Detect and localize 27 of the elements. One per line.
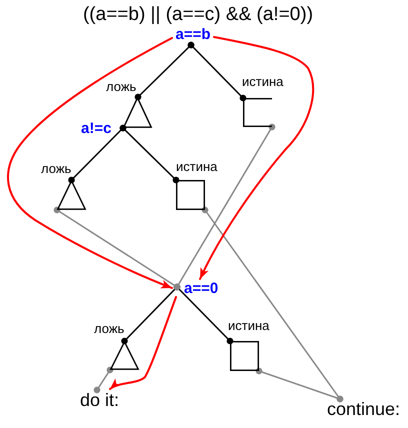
dot-ended-line	[202, 206, 344, 402]
arrow	[109, 296, 177, 390]
triangle-shape	[57, 180, 86, 210]
branch-label: истина	[228, 319, 270, 333]
condition-label: a==b	[172, 26, 214, 45]
code-label: continue:	[325, 398, 405, 420]
arrow	[199, 36, 314, 280]
branch-label: истина	[242, 75, 284, 89]
triangle-shape	[110, 341, 139, 370]
branch-label: ложь	[41, 162, 72, 176]
condition-label: a!=c	[79, 120, 123, 137]
condition-label: a==0	[175, 279, 224, 297]
dot-ended-line	[94, 366, 114, 394]
arrow	[7, 37, 173, 289]
branch-label: истина	[176, 160, 218, 174]
dot-ended-line	[174, 124, 276, 290]
branch-label: ложь	[106, 80, 136, 94]
dot-ended-line	[188, 42, 246, 102]
branch-label: ложь	[94, 322, 124, 336]
title: ((a==b) || (a==c) && (a!=0))	[82, 4, 314, 26]
code-label: do it:	[78, 389, 128, 410]
square-shape	[230, 341, 259, 371]
square-shape	[176, 180, 205, 210]
dot-ended-line	[120, 124, 180, 184]
dot-ended-line	[256, 368, 344, 402]
bracket-shape	[243, 98, 272, 127]
triangle-shape	[123, 97, 152, 128]
